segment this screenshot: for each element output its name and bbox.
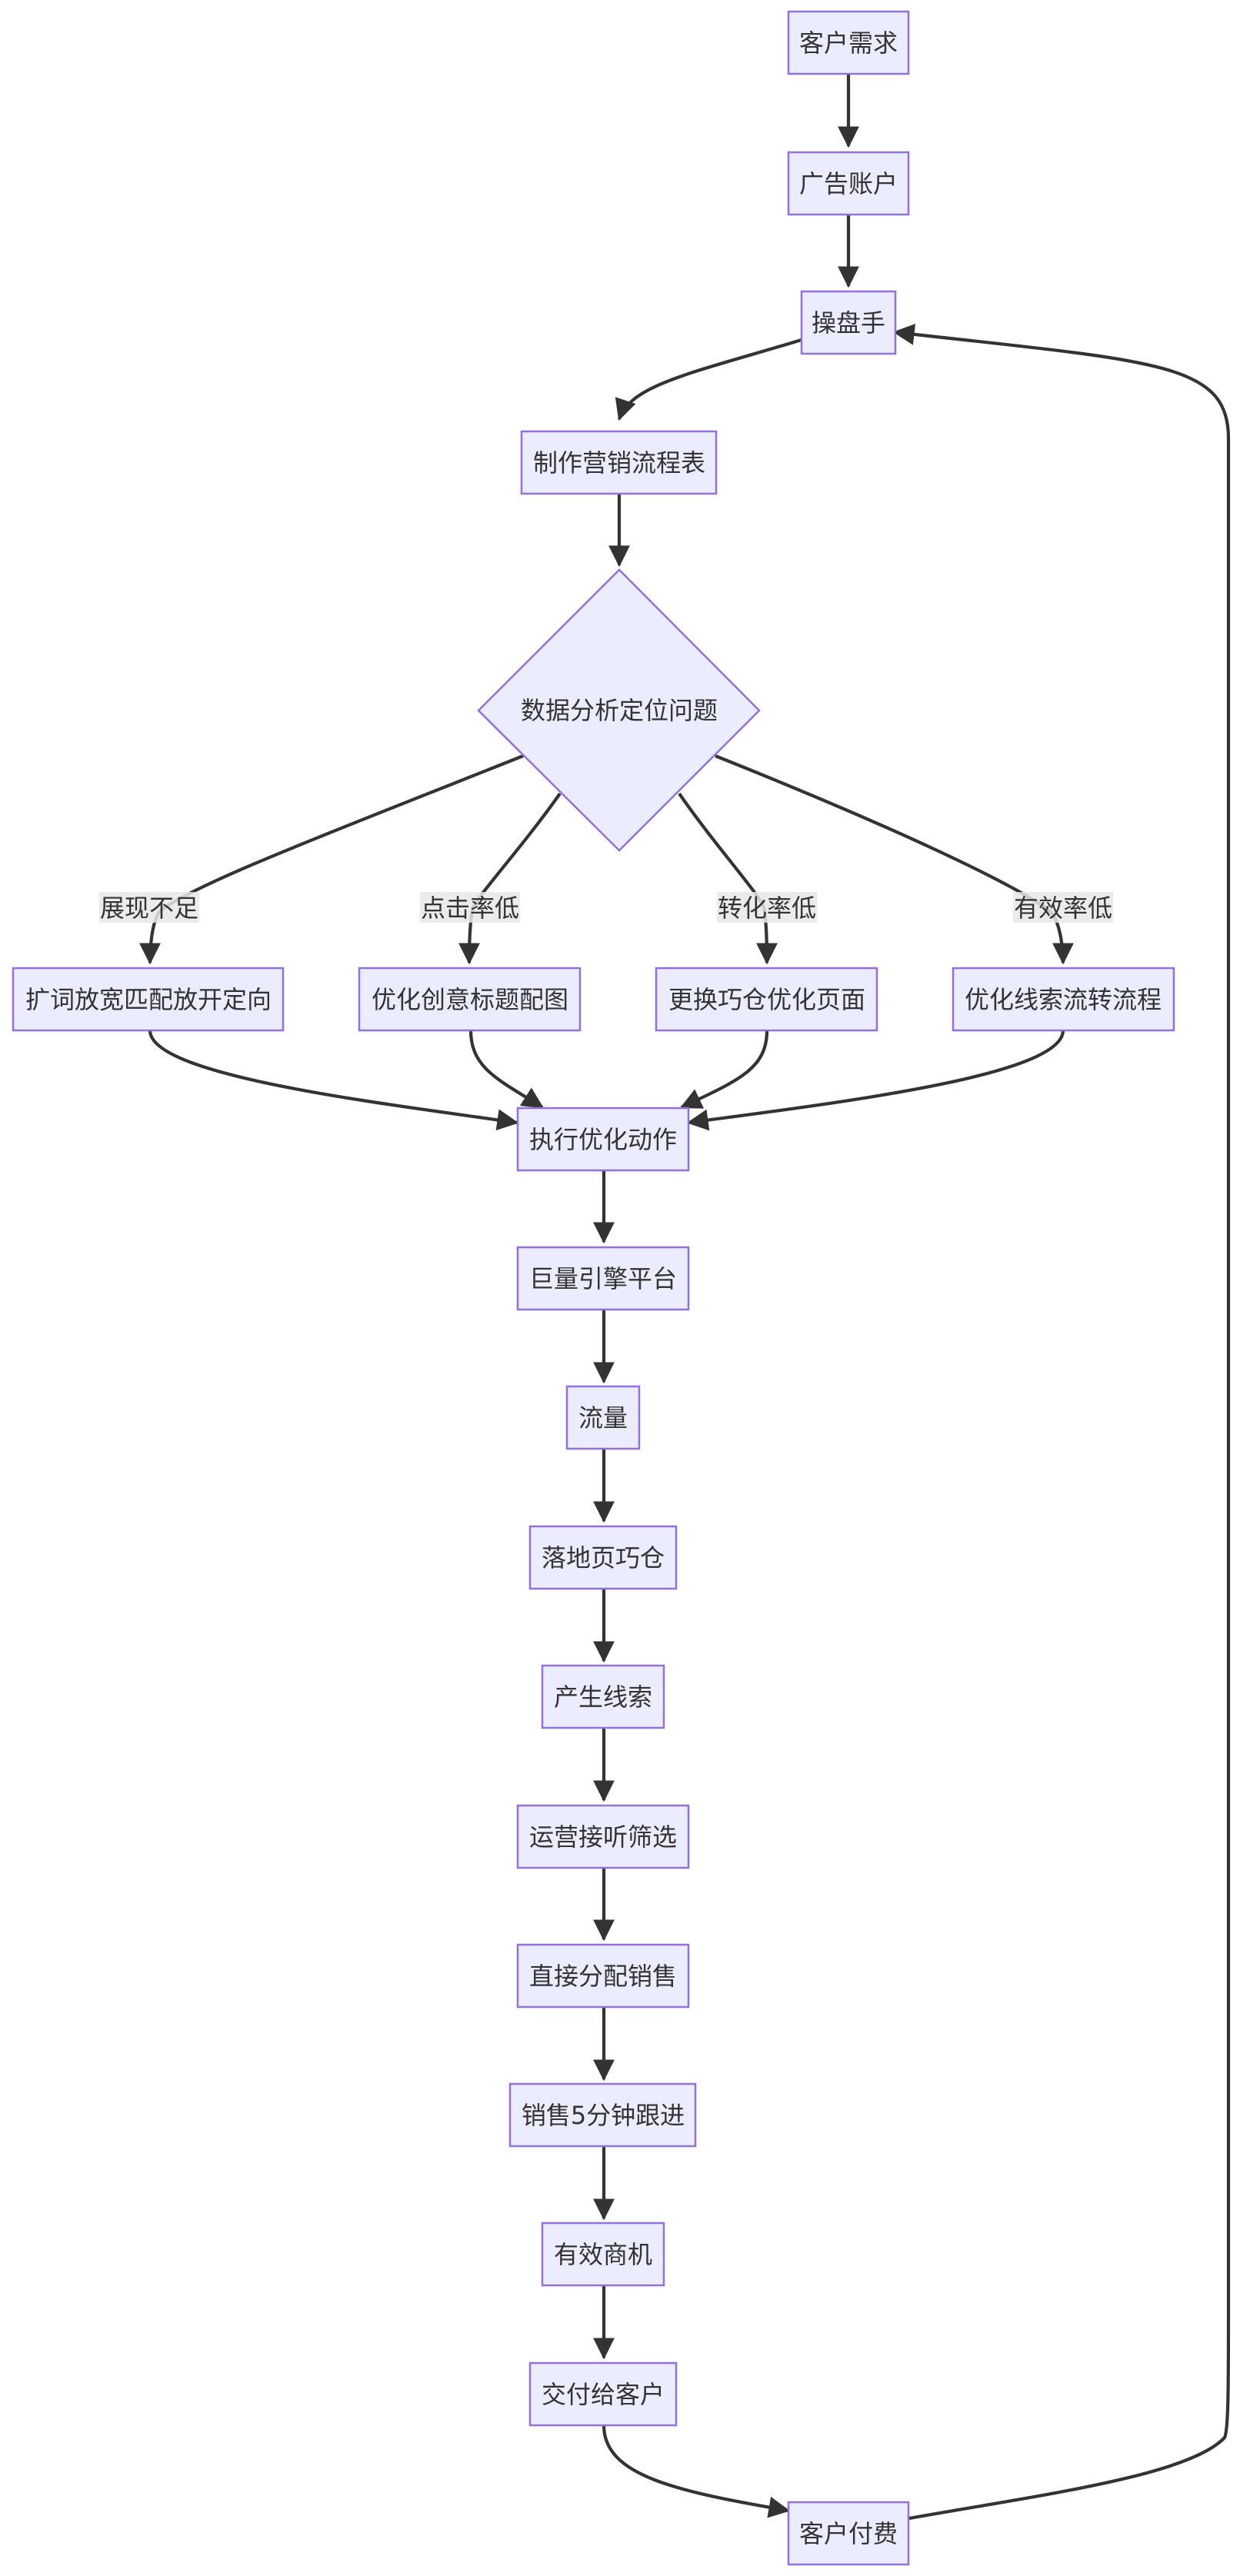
node-traffic: 流量 — [565, 1385, 641, 1450]
node-label: 运营接听筛选 — [529, 1822, 677, 1852]
node-label: 更换巧仓优化页面 — [668, 985, 865, 1014]
edge-label-low-conversion: 转化率低 — [718, 894, 816, 923]
node-label: 客户需求 — [799, 28, 898, 58]
node-label: 流量 — [578, 1403, 628, 1433]
edge-analysis-to-page — [678, 792, 778, 965]
node-label: 执行优化动作 — [529, 1125, 677, 1154]
node-valid-opportunity: 有效商机 — [541, 2222, 665, 2287]
node-label: 销售5分钟跟进 — [522, 2101, 685, 2130]
node-operator: 操盘手 — [800, 290, 897, 355]
node-label: 扩词放宽匹配放开定向 — [25, 985, 272, 1014]
node-label: 交付给客户 — [542, 2380, 665, 2409]
node-label: 广告账户 — [799, 169, 898, 198]
node-screening: 运营接听筛选 — [516, 1804, 690, 1869]
node-label: 直接分配销售 — [529, 1962, 677, 1991]
edge-expand-to-execute — [148, 1030, 519, 1131]
node-expand-keywords: 扩词放宽匹配放开定向 — [12, 967, 285, 1032]
node-execute-actions: 执行优化动作 — [516, 1107, 690, 1172]
node-optimize-creative: 优化创意标题配图 — [358, 967, 582, 1032]
node-label: 客户付费 — [799, 2519, 898, 2548]
edge-operator-to-flow — [615, 338, 802, 421]
node-ad-account: 广告账户 — [787, 151, 910, 216]
nodes: 客户需求 广告账户 操盘手 制作营销流程表 数据分析定位问题 扩词放宽匹配放开定… — [12, 10, 1175, 2566]
edge-label-low-impressions: 展现不足 — [100, 894, 198, 923]
edge-analysis-to-expand — [139, 754, 524, 965]
node-label: 有效商机 — [554, 2240, 652, 2269]
node-marketing-flow: 制作营销流程表 — [520, 430, 718, 495]
edge-labels: 展现不足 点击率低 转化率低 有效率低 — [99, 892, 1113, 923]
edge-label-low-valid-rate: 有效率低 — [1014, 894, 1112, 923]
node-change-page: 更换巧仓优化页面 — [655, 967, 878, 1032]
node-assign-sales: 直接分配销售 — [516, 1943, 690, 2009]
edge-creative-to-execute — [468, 1030, 544, 1109]
node-sales-follow: 销售5分钟跟进 — [508, 2082, 697, 2148]
node-label: 制作营销流程表 — [533, 448, 705, 478]
node-data-analysis: 数据分析定位问题 — [477, 568, 761, 852]
node-label: 优化创意标题配图 — [372, 985, 568, 1014]
edge-page-to-execute — [679, 1030, 769, 1109]
node-customer-pays: 客户付费 — [787, 2501, 910, 2566]
node-label: 落地页巧仓 — [542, 1543, 665, 1573]
node-optimize-leads: 优化线索流转流程 — [952, 967, 1175, 1032]
edge-label-low-ctr: 点击率低 — [421, 894, 519, 923]
node-generate-leads: 产生线索 — [541, 1664, 665, 1729]
edge-analysis-to-creative — [458, 792, 562, 965]
node-customer-demand: 客户需求 — [787, 10, 910, 75]
edge-deliver-to-pays — [602, 2425, 791, 2518]
node-label: 优化线索流转流程 — [965, 985, 1162, 1014]
node-platform: 巨量引擎平台 — [516, 1246, 690, 1311]
edge-analysis-to-leads — [715, 754, 1074, 965]
node-label: 产生线索 — [554, 1682, 652, 1712]
edge-leads-to-execute — [686, 1030, 1065, 1131]
node-label: 巨量引擎平台 — [529, 1264, 677, 1293]
edge-pays-to-operator — [892, 323, 1231, 2521]
node-label: 操盘手 — [812, 308, 885, 338]
node-label: 数据分析定位问题 — [521, 696, 718, 725]
node-deliver: 交付给客户 — [528, 2361, 678, 2427]
node-landing-page: 落地页巧仓 — [528, 1525, 678, 1590]
